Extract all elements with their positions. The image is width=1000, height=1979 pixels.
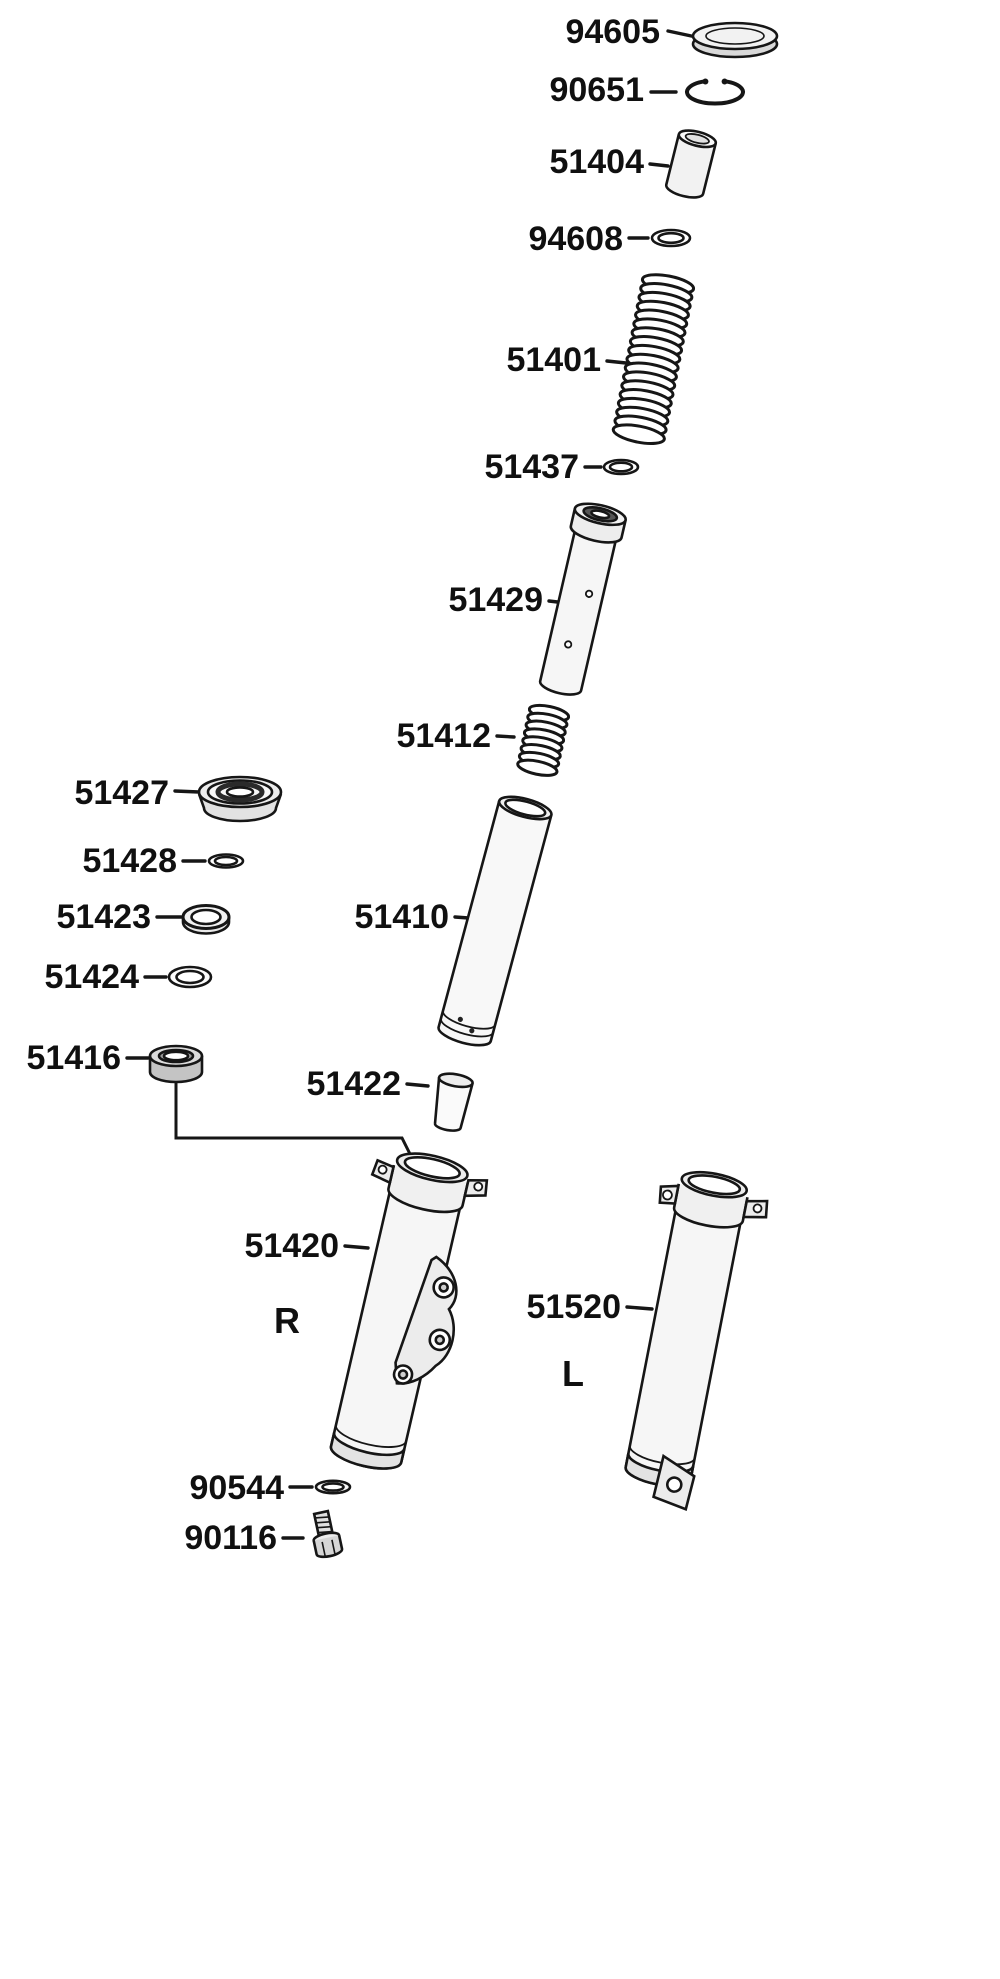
part-label-51424: 51424 [44, 958, 139, 996]
fork-cap-drawing [691, 21, 779, 59]
left-fork-leg-drawing [624, 1170, 769, 1511]
oil-seal-drawing [181, 904, 231, 935]
part-label-90544: 90544 [189, 1469, 284, 1507]
oil-lock-piece-drawing [433, 1072, 474, 1132]
part-drawings [148, 21, 779, 1559]
part-label-51410: 51410 [354, 898, 449, 936]
side-label-left: L [562, 1353, 584, 1394]
part-labels: 94605 90651 51404 94608 51401 51437 5142… [26, 13, 660, 1557]
part-label-90651: 90651 [549, 71, 644, 109]
part-label-51404: 51404 [549, 143, 644, 181]
guide-bushing-drawing [148, 1044, 204, 1084]
dust-seal-drawing [197, 775, 283, 823]
part-label-94605: 94605 [565, 13, 660, 51]
part-label-51427: 51427 [74, 774, 169, 812]
part-label-51423: 51423 [56, 898, 151, 936]
side-label-right: R [274, 1300, 300, 1341]
part-label-51429: 51429 [448, 581, 543, 619]
part-label-94608: 94608 [528, 220, 623, 258]
rebound-spring-drawing [514, 700, 572, 780]
part-label-51428: 51428 [82, 842, 177, 880]
snap-ring-drawing [685, 78, 745, 106]
o-ring-drawing [650, 228, 692, 248]
fork-spring-drawing [610, 269, 697, 449]
part-label-51412: 51412 [396, 717, 491, 755]
spacer-drawing [664, 129, 718, 199]
part-label-51401: 51401 [506, 341, 601, 379]
fork-tube-drawing [437, 795, 553, 1047]
damper-rod-drawing [538, 502, 627, 696]
right-fork-leg-drawing [329, 1152, 489, 1470]
part-label-90116: 90116 [184, 1519, 277, 1557]
part-label-51420: 51420 [244, 1227, 339, 1265]
part-label-51422: 51422 [306, 1065, 401, 1103]
stopper-ring-drawing [207, 853, 245, 869]
part-label-51416: 51416 [26, 1039, 121, 1077]
washer-drawing [602, 458, 640, 476]
part-label-51520: 51520 [526, 1288, 621, 1326]
part-label-51437: 51437 [484, 448, 579, 486]
backup-ring-drawing [167, 965, 213, 989]
bolt-drawing [312, 1509, 344, 1559]
sealing-washer-drawing [314, 1479, 352, 1495]
